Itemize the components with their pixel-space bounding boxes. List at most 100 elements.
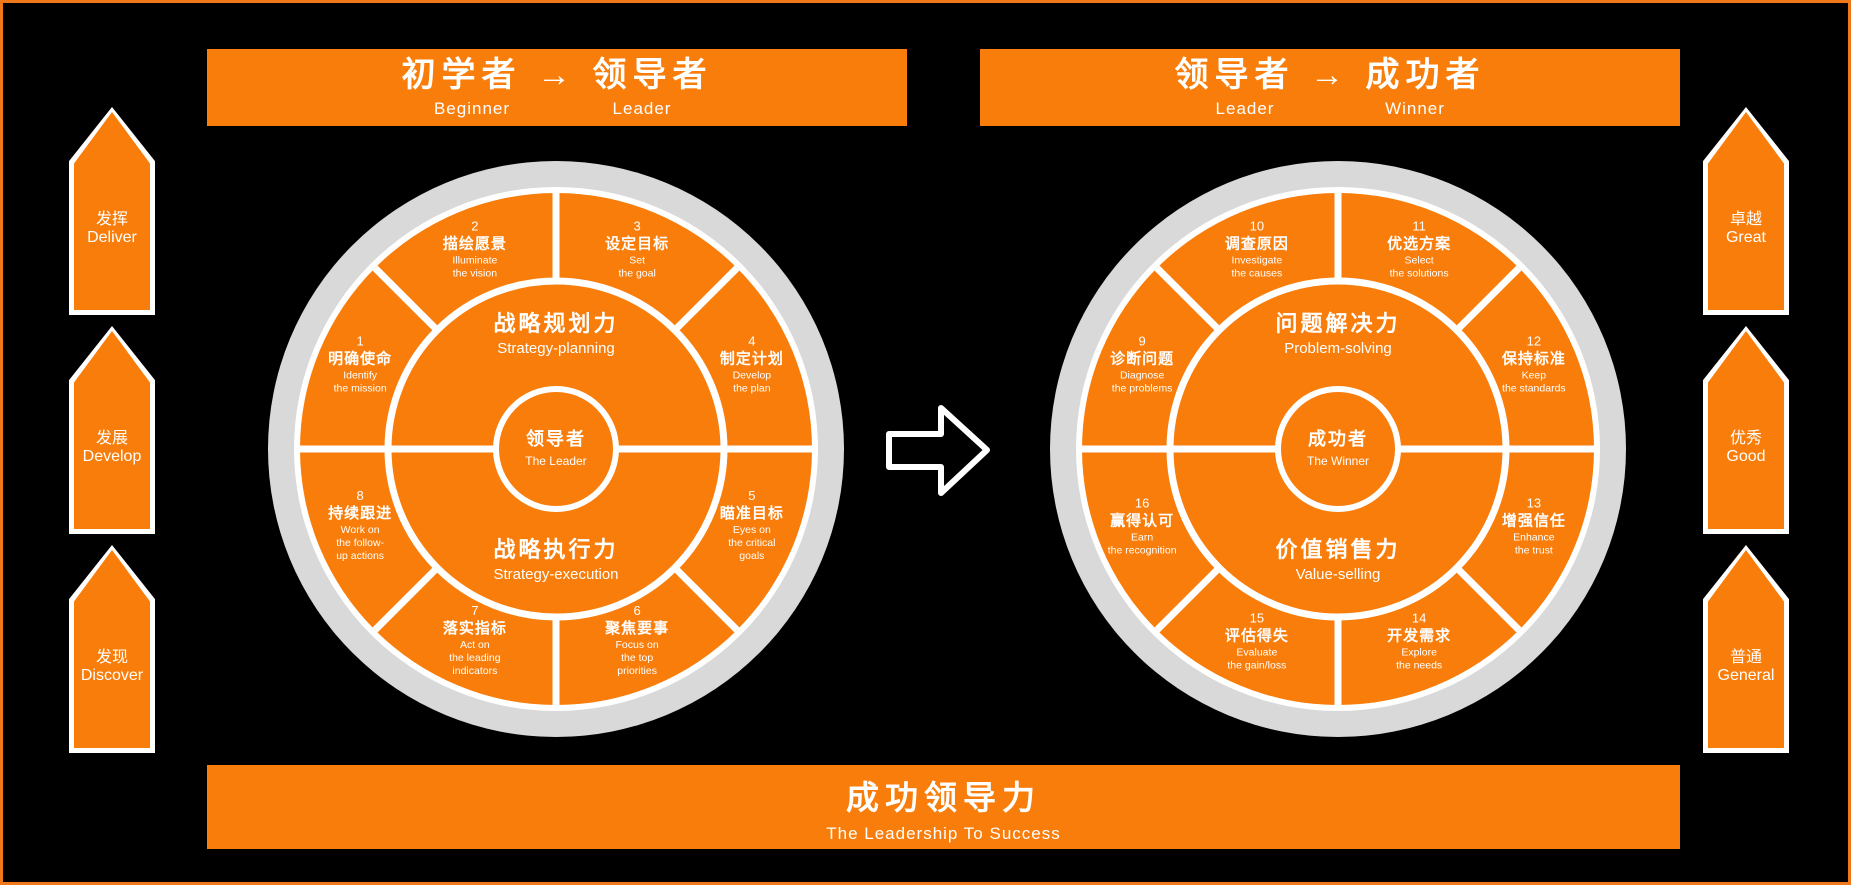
wheel-left-seg-4-en: Develop (733, 369, 772, 381)
wheel-left-seg-1-en: the mission (334, 382, 387, 394)
banner-right-en-winner: Winner (1385, 99, 1445, 119)
wheel-right-seg-12-en: Keep (1522, 369, 1547, 381)
wheel-left-seg-1-number: 1 (357, 333, 364, 348)
arrow-general-en: General (1717, 667, 1775, 684)
arrow-deliver-en: Deliver (87, 229, 137, 246)
wheel-right-seg-13-en: Enhance (1513, 532, 1555, 544)
wheel-right-seg-9-en: Diagnose (1120, 369, 1165, 381)
wheel-right-seg-13-en: the trust (1515, 545, 1553, 557)
wheel-right-seg-15-number: 15 (1250, 610, 1264, 625)
wheel-left-seg-3-en: the goal (618, 268, 655, 280)
wheel-left-hub-en: The Leader (525, 454, 586, 468)
arrow-discover-en: Discover (80, 667, 144, 684)
wheel-left-seg-5-cn: 瞄准目标 (720, 504, 784, 522)
wheel-right-half-bottom-cn: 价值销售力 (1275, 537, 1400, 562)
wheel-left-seg-2-cn: 描绘愿景 (443, 235, 507, 253)
wheel-right-seg-12-cn: 保持标准 (1501, 349, 1566, 367)
wheel-left-seg-3-en: Set (629, 255, 645, 267)
arrow-good: 优秀 Good (1703, 326, 1789, 534)
wheel-right-spoke-3 (1454, 265, 1522, 333)
wheel-left-seg-3-cn: 设定目标 (605, 235, 669, 253)
wheel-right-seg-14-en: the needs (1396, 659, 1442, 671)
right-chevron-arrow-icon (886, 405, 990, 496)
banner-left-title-cn: 初学者 → 领导者 (401, 55, 713, 94)
wheel-right-spoke-7 (1154, 565, 1222, 633)
wheel-right-half-top-en: Problem-solving (1284, 340, 1392, 357)
wheel-left-seg-2-number: 2 (471, 219, 478, 234)
arrow-great-en: Great (1725, 229, 1766, 246)
arrow-discover-cn: 发现 (95, 649, 128, 666)
wheel-right-seg-13-cn: 增强信任 (1502, 512, 1566, 530)
transition-arrow (883, 398, 993, 503)
chevron-arrow-shape (886, 405, 990, 496)
wheel-right-seg-11-number: 11 (1412, 219, 1426, 234)
wheel-right-seg-16-en: the recognition (1108, 545, 1177, 557)
wheel-left-seg-4-en: the plan (733, 382, 771, 394)
wheel-left-seg-5-en: Eyes on (733, 524, 771, 536)
wheel-left-spoke-7 (372, 565, 440, 633)
arrow-good-text: 优秀 Good (1703, 326, 1789, 534)
banner-beginner-to-leader: 初学者 → 领导者 Beginner Leader (207, 49, 907, 126)
wheel-left-half-bottom-en: Strategy-execution (493, 566, 618, 583)
wheel-left-seg-4-number: 4 (748, 333, 755, 348)
wheel-left-seg-2-en: Illuminate (452, 255, 497, 267)
wheel-left-seg-4-cn: 制定计划 (720, 349, 784, 367)
arrow-develop: 发展 Develop (69, 326, 155, 534)
wheel-left-seg-6-en: priorities (617, 665, 657, 677)
arrow-great: 卓越 Great (1703, 107, 1789, 315)
wheel-left-half-bottom-cn: 战略执行力 (493, 537, 618, 562)
wheel-left-seg-1-cn: 明确使命 (328, 349, 392, 367)
arrow-deliver-cn: 发挥 (95, 211, 128, 228)
wheel-left-spoke-5 (672, 565, 740, 633)
wheel-left-seg-3-number: 3 (634, 219, 641, 234)
wheel-right-seg-9-en: the problems (1112, 382, 1173, 394)
wheel-left-seg-5-en: goals (739, 550, 764, 562)
wheel-left-spoke-3 (672, 265, 740, 333)
wheel-left-half-top-cn: 战略规划力 (493, 311, 618, 336)
wheel-left-center-labels: 战略规划力Strategy-planning战略执行力Strategy-exec… (493, 311, 618, 583)
wheel-right-seg-10-number: 10 (1250, 219, 1264, 234)
arrow-discover: 发现 Discover (69, 545, 155, 753)
wheel-left-seg-8-en: up actions (336, 550, 384, 562)
wheel-right-half-top-cn: 问题解决力 (1275, 311, 1400, 336)
wheel-right-seg-11-en: Select (1405, 255, 1434, 267)
wheel-right-seg-16-cn: 赢得认可 (1110, 512, 1174, 530)
wheel-right-seg-14-number: 14 (1412, 610, 1426, 625)
wheel-right-seg-11-cn: 优选方案 (1387, 235, 1451, 253)
arrow-great-cn: 卓越 (1729, 211, 1762, 228)
banner-right-title-cn: 领导者 → 成功者 (1174, 55, 1486, 94)
wheel-right-seg-9-number: 9 (1139, 333, 1146, 348)
banner-right-en-leader: Leader (1215, 99, 1275, 119)
wheel-right-seg-10-cn: 调查原因 (1225, 235, 1289, 253)
banner-left-en-beginner: Beginner (433, 99, 511, 119)
wheel-right-seg-15-cn: 评估得失 (1225, 626, 1289, 644)
wheel-left-hub-cn: 领导者 (526, 428, 586, 449)
wheel-right-seg-9-cn: 诊断问题 (1110, 349, 1174, 367)
wheel-left-seg-7-cn: 落实指标 (443, 619, 507, 637)
arrow-develop-text: 发展 Develop (69, 326, 155, 534)
wheel-left-seg-6-en: the top (621, 652, 653, 664)
wheel-right-seg-10-en: Investigate (1231, 255, 1282, 267)
left-arrow-stack: 发挥 Deliver 发展 Develop 发现 Discover (69, 107, 155, 753)
banner-bottom-title-cn: 成功领导力 (846, 778, 1041, 816)
wheel-right-spokes (1082, 193, 1594, 705)
wheel-right-half-bottom-en: Value-selling (1296, 566, 1381, 583)
wheel-right-seg-16-en: Earn (1131, 532, 1153, 544)
arrow-develop-cn: 发展 (95, 430, 128, 447)
wheel-left-seg-6-cn: 聚焦要事 (604, 619, 669, 637)
wheel-right-seg-14-en: Explore (1401, 646, 1437, 658)
wheel-right-hub-cn: 成功者 (1308, 428, 1368, 449)
wheel-left-seg-5-number: 5 (748, 488, 755, 503)
wheel-left-seg-8-cn: 持续跟进 (328, 504, 392, 522)
wheel-right-seg-13-number: 13 (1527, 496, 1541, 511)
wheel-right-spoke-1 (1154, 265, 1222, 333)
arrow-develop-en: Develop (82, 448, 142, 465)
wheel-left-seg-7-en: indicators (452, 665, 497, 677)
arrow-general: 普通 General (1703, 545, 1789, 753)
wheel-left-seg-2-en: the vision (453, 268, 498, 280)
wheel-right-seg-16-number: 16 (1135, 496, 1149, 511)
arrow-deliver: 发挥 Deliver (69, 107, 155, 315)
wheel-left-seg-8-en: the follow- (336, 537, 384, 549)
